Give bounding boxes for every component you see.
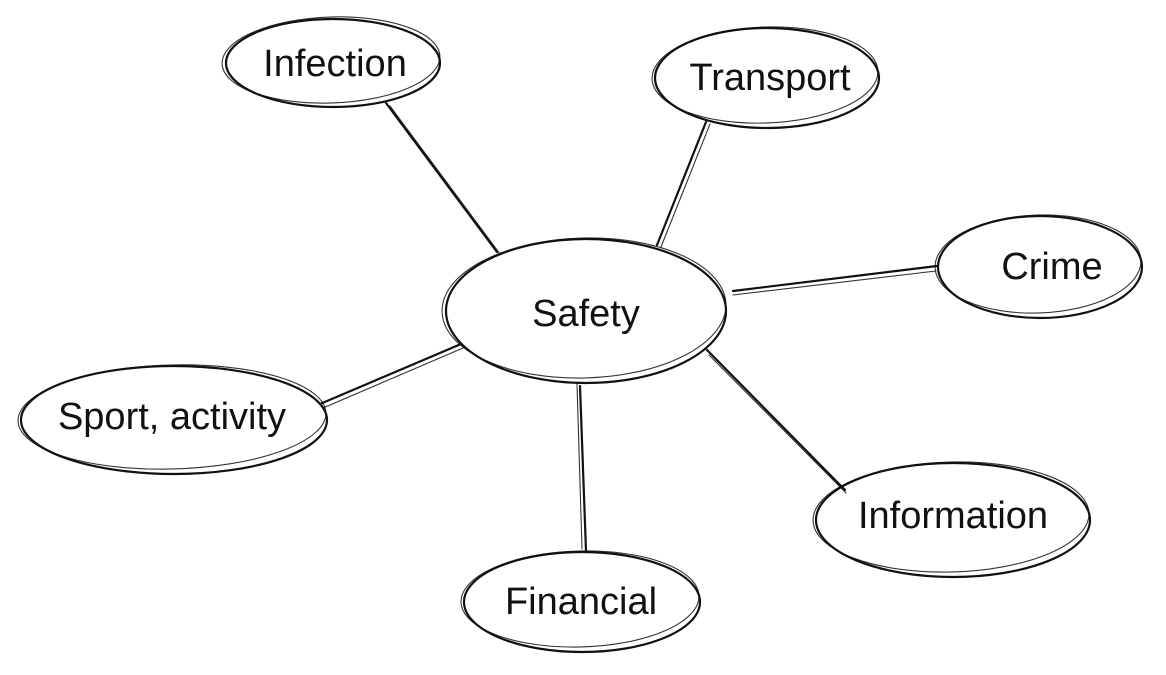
node-financial-label: Financial xyxy=(505,581,657,623)
node-crime-label: Crime xyxy=(1001,246,1102,288)
connector-financial xyxy=(576,383,588,553)
connector-crime xyxy=(731,264,939,296)
node-crime: Crime xyxy=(934,214,1144,320)
connector-information xyxy=(705,348,847,494)
center-node: Safety xyxy=(441,237,728,385)
node-transport-label: Transport xyxy=(689,57,851,99)
connector-infection xyxy=(384,101,501,255)
node-infection: Infection xyxy=(221,16,442,109)
connector-transport xyxy=(655,120,711,248)
node-information-label: Information xyxy=(858,495,1048,537)
center-node-label: Safety xyxy=(532,293,640,335)
node-information: Information xyxy=(812,461,1092,579)
connector-sport-activity xyxy=(318,342,464,409)
node-transport: Transport xyxy=(651,26,881,130)
node-financial: Financial xyxy=(460,550,702,654)
node-sport-activity: Sport, activity xyxy=(17,364,329,476)
node-infection-label: Infection xyxy=(263,43,407,85)
node-sport-activity-label: Sport, activity xyxy=(58,396,286,438)
